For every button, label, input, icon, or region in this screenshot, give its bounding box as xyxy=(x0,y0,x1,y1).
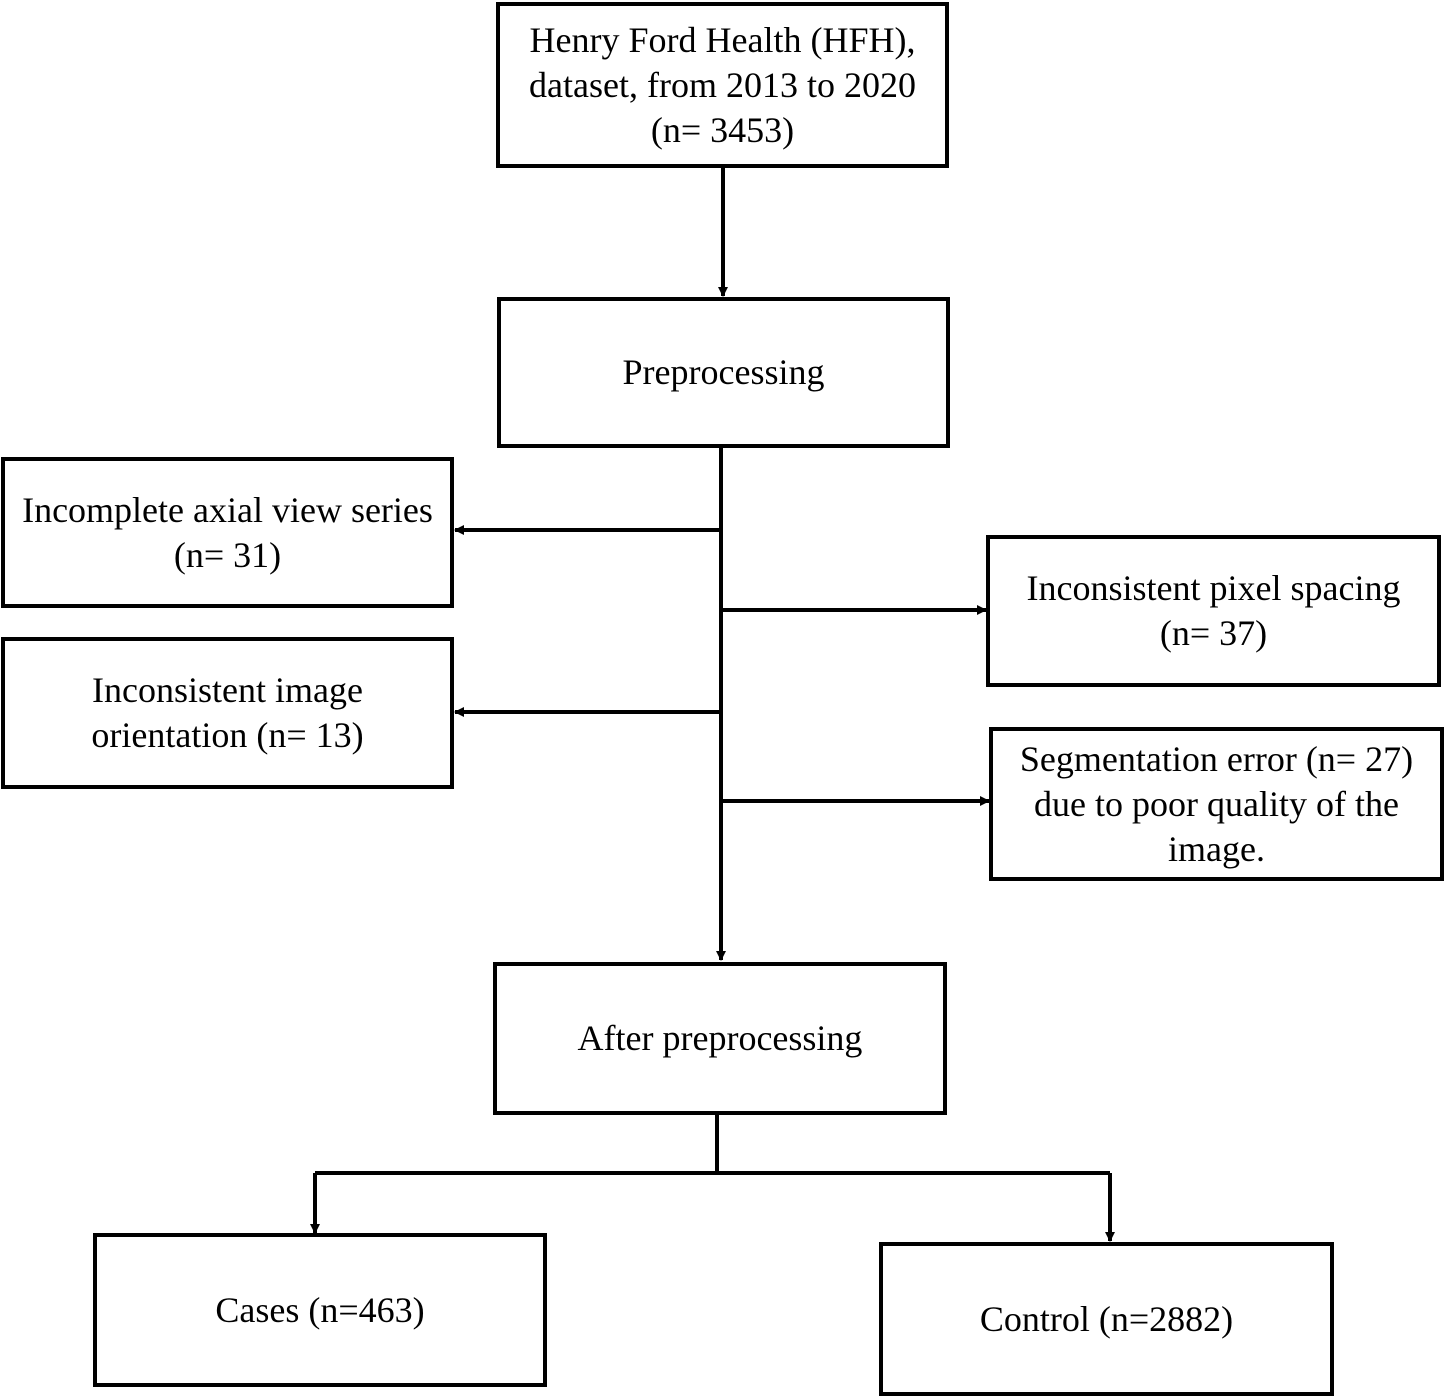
after-preprocessing-box: After preprocessing xyxy=(493,962,947,1115)
incomplete-axial-label: Incomplete axial view series (n= 31) xyxy=(22,489,433,575)
cases-label: Cases (n=463) xyxy=(215,1289,425,1330)
control-label: Control (n=2882) xyxy=(979,1298,1234,1339)
cases-box: Cases (n=463) xyxy=(93,1233,547,1387)
control-box: Control (n=2882) xyxy=(879,1242,1334,1396)
incomplete-axial-box: Incomplete axial view series (n= 31) xyxy=(1,457,454,608)
segmentation-error-label: Segmentation error (n= 27) due to poor q… xyxy=(1019,738,1414,869)
inconsistent-orientation-box: Inconsistent image orientation (n= 13) xyxy=(1,637,454,789)
dataset-label: Henry Ford Health (HFH), dataset, from 2… xyxy=(529,19,916,150)
preprocessing-box: Preprocessing xyxy=(497,297,950,448)
inconsistent-spacing-box: Inconsistent pixel spacing (n= 37) xyxy=(986,535,1441,687)
inconsistent-orientation-label: Inconsistent image orientation (n= 13) xyxy=(91,670,364,755)
inconsistent-spacing-label: Inconsistent pixel spacing (n= 37) xyxy=(1026,568,1401,653)
dataset-box: Henry Ford Health (HFH), dataset, from 2… xyxy=(496,2,949,168)
after-preprocessing-label: After preprocessing xyxy=(577,1018,863,1058)
segmentation-error-box: Segmentation error (n= 27) due to poor q… xyxy=(989,727,1444,881)
preprocessing-label: Preprocessing xyxy=(622,352,825,392)
